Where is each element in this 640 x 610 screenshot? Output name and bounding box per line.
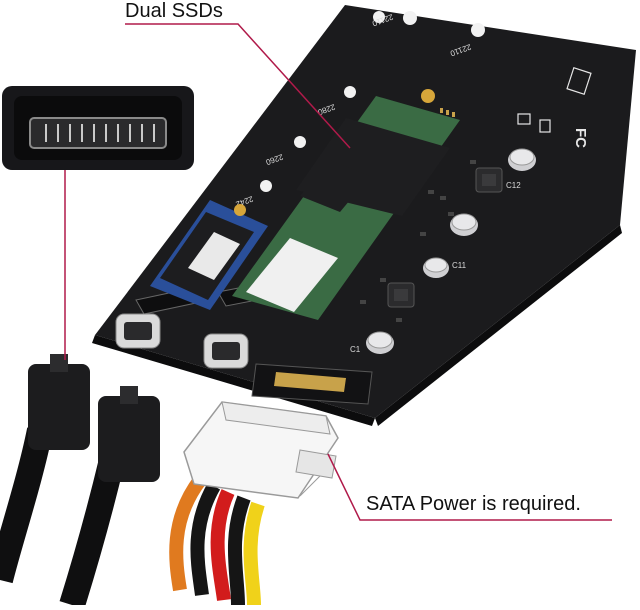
callout-lines <box>64 23 612 521</box>
dual-ssds-label: Dual SSDs <box>125 0 223 22</box>
sata-power-label: SATA Power is required. <box>366 493 581 515</box>
sata-power-port <box>251 363 373 405</box>
cap-label-c12: C12 <box>506 181 521 190</box>
sata-data-cables <box>0 354 160 609</box>
cap-label-c11: C11 <box>452 261 467 270</box>
sata-data-port-1 <box>115 313 161 349</box>
sata-power-cable <box>169 401 339 606</box>
ssd-short <box>150 200 268 310</box>
connector-closeup <box>2 86 194 170</box>
svg-text:FC: FC <box>572 128 589 148</box>
ssd-long <box>232 89 460 320</box>
sata-data-port-2 <box>203 333 249 369</box>
cap-label-c1: C1 <box>350 345 361 354</box>
